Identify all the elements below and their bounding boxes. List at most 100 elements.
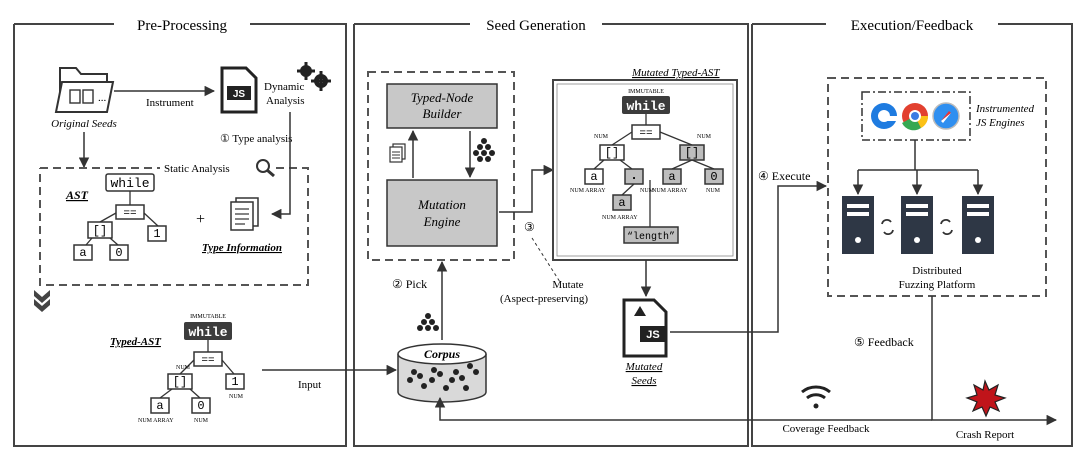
mutated-ast-tree: IMMUTABLE while == NUM NUM [] [] a NUM A… [570,89,724,244]
wifi-icon [801,385,831,409]
type-analysis-label: ① Type analysis [220,133,292,145]
typed-ast-num-1: NUM [176,365,191,371]
mutated-num-4: NUM [706,188,721,194]
folder-icon [54,67,115,113]
typed-node-builder-box: Typed-Node Builder [386,83,498,129]
mutated-node-a: a [590,170,597,184]
chrome-browser-icon [902,103,929,131]
typed-ast-node-one: 1 [231,375,238,389]
mutated-immutable-label: IMMUTABLE [628,89,664,95]
folder-ellipsis: ... [98,92,107,104]
mutated-node-zero: 0 [710,170,717,184]
search-icon [256,159,275,178]
mutated-num-2: NUM [697,134,712,140]
mutated-seeds-label-1: Mutated [625,361,663,373]
safari-browser-icon [932,102,960,130]
corpus-database [397,343,487,403]
node-cluster-icon [417,313,439,331]
typed-ast-node-zero: 0 [197,399,204,413]
server-icon [842,196,874,254]
mutated-num-array-1: NUM ARRAY [570,188,606,194]
mutate-label-1: Mutate [552,279,583,291]
ast-node-while: while [110,176,149,191]
js-file-icon [220,66,258,114]
typed-ast-node-eq: == [201,355,214,367]
panel-seed-generation: Seed Generation [353,18,749,447]
chevron-down-icon [34,290,50,312]
type-information-label: Type Information [202,242,282,254]
ast-label: AST [65,188,89,202]
sync-icon [881,219,894,235]
immutable-label: IMMUTABLE [190,314,226,320]
typed-ast-node-a: a [156,399,163,413]
server-icon [901,196,933,254]
ast-tree: while == [] 1 a 0 [73,173,167,261]
mutated-seeds-label-2: Seeds [631,375,656,387]
js-file-text: JS [233,89,246,100]
instrumented-label-2: JS Engines [976,117,1025,129]
execute-label: ④ Execute [758,169,810,183]
panel-preprocessing: Pre-Processing [13,18,347,447]
mutated-node-eq: == [639,128,652,140]
panel-title-execution: Execution/Feedback [851,18,974,34]
mutated-node-arr-2: [] [685,146,699,160]
coverage-feedback-label: Coverage Feedback [782,423,870,435]
typed-ast-node-while: while [188,325,227,340]
builder-label-2: Builder [423,106,463,121]
engine-label-1: Mutation [417,197,466,212]
edge-browser-icon [871,103,898,129]
ast-node-one: 1 [153,227,160,241]
mutated-num-array-2: NUM ARRAY [652,188,688,194]
ast-node-zero: 0 [115,246,122,260]
typed-ast-num-array: NUM ARRAY [138,418,174,424]
typed-ast-tree: IMMUTABLE while == NUM [] 1 NUM a NUM AR… [138,314,245,424]
instrument-label: Instrument [146,97,194,109]
static-analysis-label: Static Analysis [164,163,230,175]
warning-js-file-icon [622,298,668,358]
step3-label: ③ [524,220,535,234]
ast-node-eq: == [123,208,136,220]
gear-icon [297,62,331,91]
panel-title-seed-generation: Seed Generation [486,18,586,34]
panel-execution: Execution/Feedback [751,18,1073,447]
instrumented-label-1: Instrumented [975,103,1035,115]
ast-node-a: a [79,246,86,260]
mutated-node-length: “length” [627,231,675,243]
mutated-node-a-3: a [618,196,625,210]
typed-ast-num-3: NUM [194,418,209,424]
dynamic-analysis-label-2: Analysis [266,95,305,107]
mutated-typed-ast-title: Mutated Typed-AST [631,67,720,79]
mutated-node-a-2: a [668,170,675,184]
node-cluster-icon [473,138,495,162]
pick-label: ② Pick [392,277,427,291]
platform-label-2: Fuzzing Platform [899,279,976,291]
mutated-num-array-3: NUM ARRAY [602,215,638,221]
original-seeds-label: Original Seeds [51,118,117,130]
corpus-label: Corpus [424,347,460,361]
mutated-node-dot: . [630,168,638,183]
mutated-node-arr: [] [605,146,619,160]
mutated-js-text: JS [646,329,659,341]
input-label: Input [298,379,321,391]
mutated-node-while: while [626,99,665,114]
crash-report-label: Crash Report [956,429,1014,441]
ast-node-arr: [] [93,224,107,238]
mutated-num-1: NUM [594,134,609,140]
typed-ast-label: Typed-AST [110,336,162,348]
typed-ast-num-2: NUM [229,394,244,400]
engine-label-2: Engine [423,214,461,229]
feedback-label: ⑤ Feedback [854,335,914,349]
mutation-engine-box: Mutation Engine [386,179,498,247]
platform-label-1: Distributed [912,265,962,277]
plus-sign: + [196,211,205,228]
mutated-num-3: NUM [640,188,655,194]
typed-ast-node-arr: [] [173,375,187,389]
crash-burst-icon [965,379,1007,418]
mutate-label-2: (Aspect-preserving) [500,293,588,305]
sync-icon [940,219,953,235]
server-icon [962,196,994,254]
builder-label-1: Typed-Node [411,90,474,105]
document-icon [230,197,259,231]
dynamic-analysis-label-1: Dynamic [264,81,304,93]
document-icon [389,143,406,163]
